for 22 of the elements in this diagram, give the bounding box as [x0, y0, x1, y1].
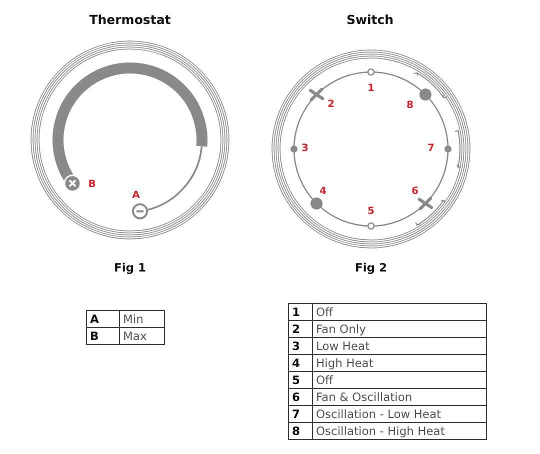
dial-title: Thermostat [89, 14, 171, 26]
position-number: 3 [302, 144, 308, 154]
table-cell: B [86, 327, 120, 345]
table-cell: Oscillation - High Heat [312, 422, 487, 440]
dial-marker-label: B [88, 180, 96, 190]
position-number: 6 [412, 187, 418, 197]
position-number: 1 [368, 84, 374, 94]
table-cell: A [86, 310, 120, 328]
dial-marker-label: A [132, 191, 140, 201]
position-number: 8 [406, 101, 414, 111]
position-number: 4 [320, 187, 326, 197]
figure-caption: Fig 2 [354, 262, 388, 274]
table-cell: Off [312, 303, 487, 321]
figure-caption: Fig 1 [114, 262, 146, 274]
table-cell: Min [119, 310, 165, 328]
table-cell: 1 [288, 303, 313, 321]
dial-title: Switch [346, 14, 394, 26]
position-number: 7 [428, 144, 434, 154]
position-number: 2 [328, 100, 334, 110]
table-cell: Max [119, 327, 165, 345]
table-cell: 8 [288, 422, 313, 440]
position-number: 5 [368, 207, 374, 217]
